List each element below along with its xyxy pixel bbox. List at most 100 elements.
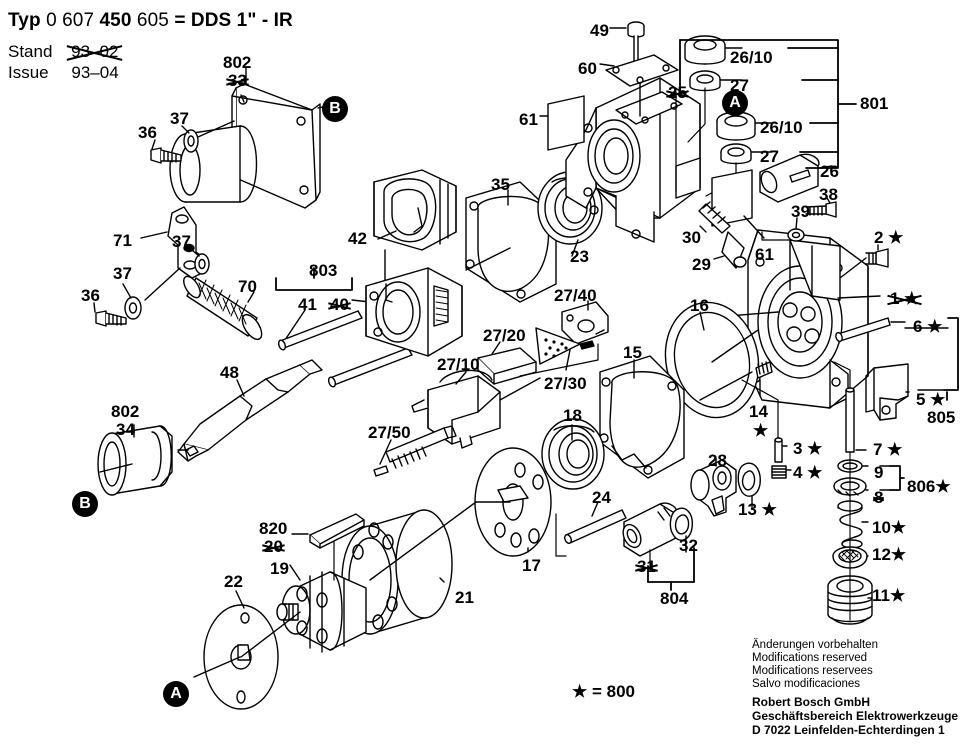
part-callout-37: 37 (170, 109, 189, 128)
leader-washer-to-lever (144, 267, 181, 301)
part-callout-70: 70 (238, 277, 257, 296)
issue-label: Issue (8, 63, 49, 82)
part-callout-806: 806★ (907, 477, 951, 496)
title-typ: Typ (8, 10, 41, 31)
part-callout-4: 4 ★ (793, 463, 823, 482)
part-callout-22: 22 (224, 572, 243, 591)
part-callout-19: 19 (270, 559, 289, 578)
leader-35-body (465, 247, 511, 271)
part-callout-49: 49 (590, 21, 609, 40)
leader-42 (377, 230, 397, 240)
title-number-c: 605 (136, 10, 169, 31)
leader-39 (795, 217, 798, 230)
part-4-spring (771, 465, 787, 479)
struck-label: 1 ★ (890, 289, 920, 308)
leader-27-to-body (687, 87, 706, 143)
part-callout-18: 18 (563, 406, 582, 425)
part-callout-24: 24 (592, 488, 611, 507)
part-2-bolt (865, 248, 889, 268)
part-callout-27: 27 (760, 147, 779, 166)
leader-36-upper (151, 139, 156, 150)
part-callout-30: 30 (682, 228, 701, 247)
part-37-washer-upper (183, 129, 199, 153)
leader-A2 (193, 656, 241, 678)
part-40-pin (327, 347, 413, 388)
part-callout-41: 41 (298, 295, 317, 314)
part-callout-805: 805 (927, 408, 956, 427)
struck-label: 8 (874, 488, 884, 507)
leader-23 (571, 239, 579, 257)
part-callout-37: 37 (113, 264, 132, 283)
part-callout-820: 820 (259, 519, 288, 538)
title-model: = DDS 1" - IR (174, 10, 293, 31)
part-27-50 (373, 425, 457, 477)
part-16-oring (664, 301, 760, 419)
part-callout-8: 8 (874, 489, 883, 506)
leader-38 (826, 197, 831, 204)
company-address: D 7022 Leinfelden-Echterdingen 1 (752, 723, 945, 737)
part-27-lower (720, 143, 752, 165)
leader-71 (140, 231, 168, 239)
part-callout-71: 71 (113, 231, 132, 250)
leader-24 (591, 501, 599, 517)
leader-61-right (743, 215, 765, 239)
part-callout-29: 29 (692, 255, 711, 274)
company-name: Robert Bosch GmbH (752, 695, 871, 709)
part-7-rod (845, 387, 855, 453)
struck-label: 25 (668, 83, 687, 102)
part-31-coupling (622, 502, 678, 557)
part-3-pin (774, 437, 783, 463)
part-callout-26/10: 26/10 (760, 118, 803, 137)
page-title: Typ 0 607 450 605 = DDS 1" - IR (8, 10, 293, 32)
part-callout-36: 36 (81, 286, 100, 305)
part-60-plate (605, 54, 679, 87)
part-36-screw-upper (150, 147, 182, 164)
part-callout-6: 6 ★ (913, 317, 943, 336)
part-callout-27/40: 27/40 (554, 286, 597, 305)
part-callout-27: 27 (730, 76, 749, 95)
part-callout-40: 40 (330, 296, 349, 313)
leader-27-40-body (519, 343, 599, 377)
stand-line: Stand 93–02 (8, 42, 118, 62)
part-27-20 (477, 347, 537, 385)
part-callout-12: 12★ (872, 545, 907, 564)
leader-16-body (711, 329, 759, 363)
part-callout-17: 17 (522, 556, 541, 575)
leader-21 (439, 577, 445, 583)
part-callout-39: 39 (791, 202, 810, 221)
issue-value: 93–04 (71, 63, 119, 82)
leader-27-30 (565, 349, 571, 371)
part-48-spindle (177, 359, 323, 462)
bracket-803 (275, 267, 353, 291)
part-32-ring (669, 507, 693, 541)
part-gear-housing (365, 267, 463, 357)
section-marker-a: A (163, 681, 189, 707)
struck-label: 40 (330, 295, 349, 314)
section-marker-b: B (322, 96, 348, 122)
leader-B2 (99, 463, 133, 473)
part-callout-36: 36 (138, 123, 157, 142)
part-37-washer-lower (124, 296, 142, 320)
section-marker-b: B (72, 491, 98, 517)
part-callout-35: 35 (491, 175, 510, 194)
part-36-screw-lower (95, 310, 127, 327)
part-callout-34: 34 (116, 420, 135, 439)
leader-39-body (761, 231, 791, 241)
part-callout-2: 2 ★ (874, 228, 904, 247)
part-callout-27/30: 27/30 (544, 374, 587, 393)
part-42-clamp (373, 169, 457, 251)
part-right-housing (747, 229, 869, 409)
footer-line-fr: Modifications reservees (752, 665, 873, 677)
part-19-rotor (276, 571, 367, 653)
part-39-washer (787, 228, 805, 242)
part-callout-802: 802 (223, 53, 252, 72)
struck-label: 33 (228, 71, 247, 90)
leader-27-10-to-2720 (499, 377, 541, 401)
leader-37-lower (122, 283, 132, 299)
struck-label: 20 (264, 537, 283, 556)
part-callout-25: 25 (668, 84, 687, 101)
part-802-33-housing (169, 83, 321, 209)
leader-29 (713, 255, 725, 260)
part-callout-27/50: 27/50 (368, 423, 411, 442)
company-division: Geschäftsbereich Elektrowerkzeuge (752, 709, 959, 723)
